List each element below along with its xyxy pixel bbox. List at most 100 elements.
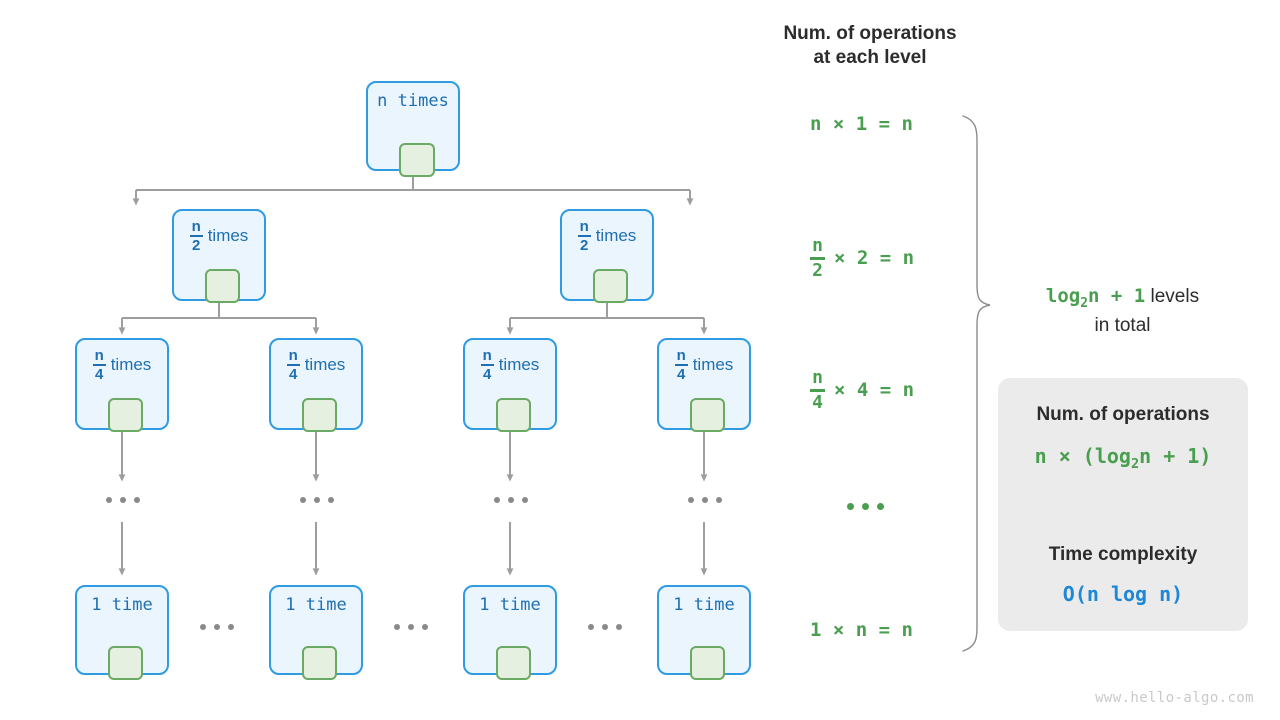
node-label: 1 time (673, 595, 735, 615)
summary-operations-expression: n × (log2n + 1) (998, 444, 1248, 472)
vertical-ellipsis-2 (494, 497, 528, 503)
fraction: n 4 (480, 347, 494, 382)
node-label: n 4 times (271, 348, 361, 382)
fraction-bar (674, 364, 688, 366)
fraction-denominator: 4 (95, 366, 104, 383)
node-label: n times (377, 91, 449, 111)
summary-expr-prefix: n × (log (1034, 444, 1131, 468)
summary-complexity-value: O(n log n) (1062, 582, 1184, 606)
operation-box (496, 646, 531, 680)
watermark: www.hello-algo.com (1095, 690, 1254, 706)
horizontal-ellipsis-0 (200, 624, 234, 630)
fraction-numerator: n (288, 347, 298, 364)
loop-arrows (93, 120, 733, 654)
tree-node-l3-3[interactable]: n 4 times (657, 338, 751, 432)
node-label: n 4 times (77, 348, 167, 382)
operations-column-title: Num. of operations at each level (755, 22, 985, 70)
operation-box (108, 646, 143, 680)
fraction: n 4 (92, 347, 106, 383)
fraction-bar (189, 235, 203, 237)
fraction-denominator: 2 (192, 237, 201, 254)
fraction: n 2 (577, 218, 591, 254)
tree-node-leaf-0[interactable]: 1 time (75, 585, 169, 680)
operations-row-last: 1 × n = n (810, 619, 913, 641)
fraction-denominator: 2 (812, 259, 823, 281)
fraction-numerator: n (812, 235, 823, 256)
node-label-suffix: times (498, 355, 540, 374)
summary-heading-complexity: Time complexity (1048, 544, 1198, 565)
fraction-bar (286, 364, 300, 366)
operations-row-last-text: 1 × n = n (810, 619, 913, 641)
fraction-numerator: n (676, 347, 686, 364)
operations-row-1: n × 1 = n (810, 113, 913, 135)
operations-row-3-rest: × 4 = n (834, 379, 915, 402)
fraction-bar (480, 364, 494, 366)
operations-row-1-text: n × 1 = n (810, 113, 913, 135)
tree-node-leaf-3[interactable]: 1 time (657, 585, 751, 680)
fraction-bar (577, 235, 591, 237)
levels-after-text: levels (1150, 286, 1200, 307)
summary-expr-sub: 2 (1130, 456, 1140, 472)
operation-box (205, 269, 240, 303)
operation-box (690, 646, 725, 680)
node-label-suffix: times (692, 355, 734, 374)
fraction-numerator: n (579, 218, 589, 235)
fraction-denominator: 2 (580, 237, 589, 254)
node-label: n 2 times (562, 219, 652, 253)
operations-column-title-line2: at each level (813, 46, 927, 68)
node-label: 1 time (91, 595, 153, 615)
node-label: n 2 times (174, 219, 264, 253)
tree-node-l3-2[interactable]: n 4 times (463, 338, 557, 432)
fraction: n 4 (674, 347, 688, 383)
fraction-numerator: n (191, 218, 201, 235)
tree-node-l2-1[interactable]: n 2 times (560, 209, 654, 303)
tree-node-leaf-1[interactable]: 1 time (269, 585, 363, 680)
fraction-bar (810, 389, 825, 392)
levels-formula-log: log (1045, 285, 1081, 307)
levels-total-line2: in total (1094, 314, 1151, 336)
node-label-suffix: times (110, 355, 152, 374)
levels-total-line1: log2n + 1 levels (1010, 283, 1235, 313)
fraction-denominator: 4 (677, 366, 686, 383)
fraction-numerator: n (482, 347, 492, 364)
fraction-denominator: 4 (812, 391, 823, 413)
fraction-denominator: 4 (289, 366, 298, 383)
node-label: n 4 times (659, 348, 749, 382)
fraction-numerator: n (94, 347, 104, 364)
node-label: 1 time (285, 595, 347, 615)
operation-box (690, 398, 725, 432)
operation-box (302, 646, 337, 680)
fraction: n 2 (189, 218, 203, 254)
fraction: n 4 (810, 369, 825, 412)
tree-node-root[interactable]: n times (366, 81, 460, 177)
tree-node-l3-1[interactable]: n 4 times (269, 338, 363, 432)
tree-node-l3-0[interactable]: n 4 times (75, 338, 169, 432)
levels-total-note: log2n + 1 levels in total (1010, 283, 1235, 339)
tree-node-l2-0[interactable]: n 2 times (172, 209, 266, 303)
tree-node-leaf-2[interactable]: 1 time (463, 585, 557, 680)
node-label-suffix: times (304, 355, 346, 374)
operation-box (593, 269, 628, 303)
operations-column-title-line1: Num. of operations (783, 23, 957, 44)
fraction: n 2 (810, 237, 825, 280)
summary-card: Num. of operations n × (log2n + 1) Time … (998, 378, 1248, 631)
fraction-bar (92, 364, 106, 366)
node-label: n 4 times (465, 348, 555, 382)
operations-row-ellipsis (847, 503, 884, 510)
node-label-suffix: times (595, 226, 637, 245)
vertical-ellipsis-1 (300, 497, 334, 503)
operation-box (399, 143, 435, 177)
operation-box (302, 398, 337, 432)
vertical-ellipsis-3 (688, 497, 722, 503)
fraction: n 4 (286, 347, 300, 383)
levels-formula: log2n + 1 (1045, 285, 1146, 311)
vertical-ellipsis-0 (106, 497, 140, 503)
operations-row-2: n 2 × 2 = n (810, 237, 914, 280)
node-label: 1 time (479, 595, 541, 615)
levels-formula-tail: n + 1 (1088, 285, 1146, 307)
horizontal-ellipsis-1 (394, 624, 428, 630)
operations-row-2-rest: × 2 = n (834, 247, 915, 270)
operation-box (496, 398, 531, 432)
levels-brace (962, 115, 991, 652)
